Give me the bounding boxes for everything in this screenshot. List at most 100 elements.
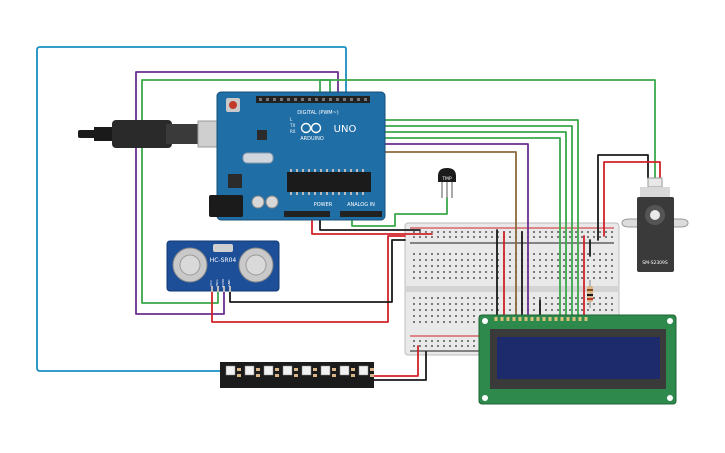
breadboard-hole: [587, 259, 589, 261]
neopixel-strip[interactable]: [220, 362, 374, 388]
breadboard-hole: [425, 297, 427, 299]
chip-pin: [302, 192, 304, 195]
breadboard-hole: [425, 321, 427, 323]
neopixel-led: [301, 365, 312, 376]
chip-pin: [344, 169, 346, 172]
breadboard-hole: [467, 277, 469, 279]
breadboard-hole: [545, 277, 547, 279]
breadboard-hole: [545, 265, 547, 267]
temperature-sensor[interactable]: TMP: [438, 168, 456, 198]
breadboard-hole: [479, 297, 481, 299]
breadboard-hole: [545, 236, 547, 238]
digital-pin: [364, 98, 367, 101]
breadboard-hole: [593, 271, 595, 273]
lcd-display[interactable]: [478, 314, 677, 405]
breadboard-hole: [599, 231, 601, 233]
breadboard-hole: [611, 303, 613, 305]
breadboard-hole: [557, 265, 559, 267]
lcd-pin: [584, 317, 588, 321]
breadboard-hole: [557, 253, 559, 255]
breadboard-hole: [491, 253, 493, 255]
digital-header[interactable]: [256, 96, 370, 103]
breadboard-hole: [425, 277, 427, 279]
breadboard-hole: [575, 297, 577, 299]
breadboard-hole: [455, 277, 457, 279]
breadboard-hole: [437, 259, 439, 261]
breadboard-hole: [611, 231, 613, 233]
wire-red-5v: [311, 216, 433, 235]
breadboard-hole: [449, 309, 451, 311]
breadboard-hole: [545, 259, 547, 261]
breadboard-hole: [461, 271, 463, 273]
breadboard-hole: [581, 259, 583, 261]
breadboard-hole: [431, 231, 433, 233]
breadboard-hole: [479, 259, 481, 261]
neopixel-pad: [294, 374, 298, 377]
breadboard-hole: [533, 309, 535, 311]
breadboard-hole: [455, 297, 457, 299]
breadboard-hole: [581, 271, 583, 273]
power-label: POWER: [314, 202, 333, 208]
breadboard-hole: [443, 259, 445, 261]
breadboard-hole: [611, 309, 613, 311]
breadboard-hole: [509, 259, 511, 261]
servo-motor[interactable]: SM-S2309S: [621, 177, 689, 272]
breadboard-hole: [587, 271, 589, 273]
breadboard-hole: [473, 315, 475, 317]
breadboard-hole: [605, 253, 607, 255]
wire-purple-echo: [135, 71, 339, 315]
breadboard-hole: [449, 253, 451, 255]
breadboard-hole: [593, 253, 595, 255]
breadboard-hole: [455, 271, 457, 273]
arduino-uno[interactable]: DIGITAL (PWM~) UNO ARDUINO POWER ANALOG …: [209, 91, 386, 221]
breadboard-hole: [473, 259, 475, 261]
breadboard-hole: [425, 265, 427, 267]
breadboard-hole: [479, 309, 481, 311]
breadboard-hole: [593, 265, 595, 267]
breadboard-hole: [437, 265, 439, 267]
neopixel-pad: [294, 368, 298, 371]
breadboard-hole: [443, 277, 445, 279]
breadboard-hole: [413, 277, 415, 279]
breadboard-hole: [467, 345, 469, 347]
power-jack: [209, 195, 243, 217]
breadboard-hole: [497, 253, 499, 255]
breadboard-hole: [581, 309, 583, 311]
ultrasonic-pin: [229, 286, 231, 292]
breadboard-hole: [581, 253, 583, 255]
breadboard-hole: [461, 231, 463, 233]
breadboard-hole: [431, 321, 433, 323]
breadboard-hole: [599, 297, 601, 299]
breadboard-hole: [491, 236, 493, 238]
breadboard-hole: [509, 277, 511, 279]
breadboard-hole: [557, 271, 559, 273]
breadboard-hole: [461, 321, 463, 323]
neopixel-pad: [256, 374, 260, 377]
ultrasonic-model-label: HC-SR04: [210, 257, 237, 264]
breadboard-hole: [479, 236, 481, 238]
breadboard-hole: [431, 277, 433, 279]
breadboard-hole: [497, 303, 499, 305]
breadboard-hole: [473, 277, 475, 279]
breadboard-hole: [449, 265, 451, 267]
wire-red-servo: [603, 161, 661, 237]
breadboard-hole: [497, 297, 499, 299]
neopixel-pad: [256, 368, 260, 371]
breadboard-hole: [605, 271, 607, 273]
neopixel-led: [282, 365, 293, 376]
breadboard-hole: [443, 345, 445, 347]
atmega-chip: [287, 172, 371, 192]
analog-header[interactable]: [340, 211, 382, 217]
neopixel-led: [358, 365, 369, 376]
breadboard-hole: [605, 309, 607, 311]
digital-pin: [322, 98, 325, 101]
breadboard-hole: [533, 236, 535, 238]
breadboard-hole: [467, 315, 469, 317]
breadboard-hole: [533, 253, 535, 255]
breadboard-hole: [473, 309, 475, 311]
breadboard-hole: [599, 253, 601, 255]
power-header[interactable]: [284, 211, 330, 217]
neopixel-pad: [275, 368, 279, 371]
